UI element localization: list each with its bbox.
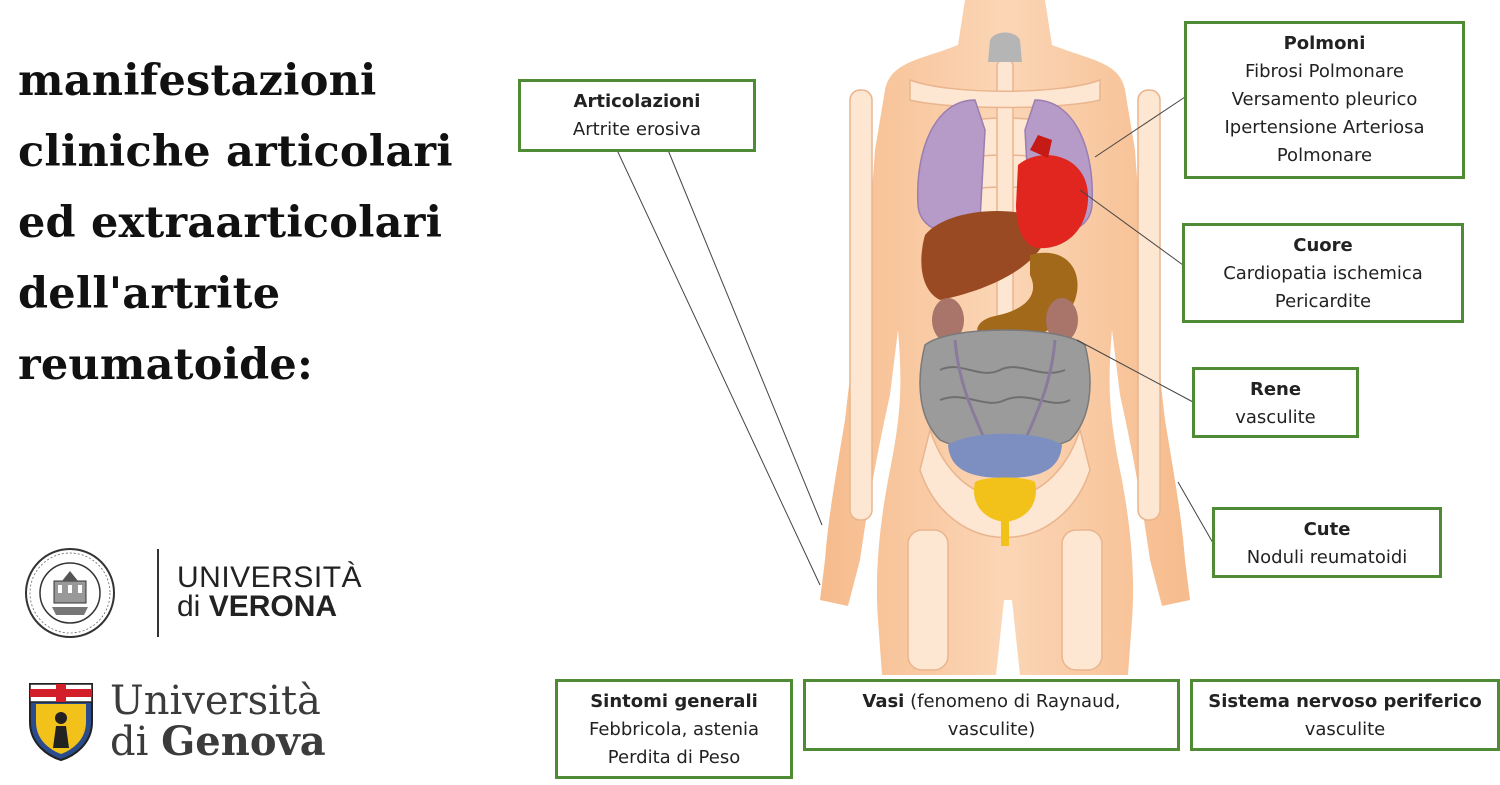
genova-bold: Genova: [161, 718, 326, 765]
liver: [921, 211, 1050, 300]
box-cute: Cute Noduli reumatoidi: [1212, 507, 1442, 578]
verona-bold: VERONA: [208, 590, 338, 623]
box-rene: Rene vasculite: [1192, 367, 1359, 438]
bladder: [974, 477, 1036, 522]
university-genova-logo: Università di Genova: [28, 680, 358, 770]
box-sistema-nervoso: Sistema nervoso periferico vasculite: [1190, 679, 1500, 751]
genova-line2: di Genova: [110, 719, 326, 765]
box-line: vasculite: [1235, 407, 1316, 428]
box-heading-rest: (fenomeno di Raynaud,: [904, 691, 1121, 712]
box-vasi: Vasi (fenomeno di Raynaud, vasculite): [803, 679, 1180, 751]
box-heading: Cute: [1303, 519, 1351, 540]
box-line: Artrite erosiva: [572, 119, 702, 140]
box-heading: Rene: [1249, 379, 1302, 400]
heart: [1016, 155, 1089, 249]
verona-prefix: di: [177, 590, 201, 623]
box-line: Febbricola, astenia: [588, 719, 760, 740]
box-line: Versamento pleurico: [1231, 89, 1418, 110]
university-verona-logo: UNIVERSITÀ di VERONA: [24, 545, 362, 640]
box-line: Perdita di Peso: [607, 747, 741, 768]
verona-line1: UNIVERSITÀ: [177, 561, 363, 594]
title-line: cliniche articolari: [18, 127, 453, 177]
human-body-illustration: [820, 0, 1190, 675]
box-heading: Articolazioni: [573, 91, 701, 112]
box-line: vasculite): [947, 719, 1036, 740]
verona-seal-icon: [25, 548, 115, 638]
box-articolazioni: Articolazioni Artrite erosiva: [518, 79, 756, 152]
box-line: Ipertensione Arteriosa: [1224, 117, 1425, 138]
left-kidney: [932, 298, 964, 342]
genova-name: Università di Genova: [110, 680, 326, 762]
verona-name: UNIVERSITÀ di VERONA: [177, 561, 363, 623]
box-line: Fibrosi Polmonare: [1245, 61, 1404, 82]
box-heading: Polmoni: [1283, 33, 1366, 54]
box-line: Cardiopatia ischemica: [1223, 263, 1423, 284]
box-polmoni: Polmoni Fibrosi Polmonare Versamento ple…: [1184, 21, 1465, 179]
box-line: Polmonare: [1276, 145, 1373, 166]
title-line: manifestazioni: [18, 56, 377, 106]
box-line: Noduli reumatoidi: [1246, 547, 1408, 568]
title-line: reumatoide:: [18, 340, 314, 390]
intestines: [919, 329, 1091, 452]
box-line: Pericardite: [1274, 291, 1372, 312]
genova-shield-icon: [29, 683, 93, 762]
box-line: vasculite: [1304, 719, 1386, 740]
box-heading: Vasi: [862, 691, 905, 712]
box-sintomi-generali: Sintomi generali Febbricola, astenia Per…: [555, 679, 793, 779]
right-kidney: [1046, 298, 1078, 342]
verona-line2: di VERONA: [177, 590, 362, 623]
title-line: ed extraarticolari: [18, 198, 443, 248]
box-heading: Cuore: [1293, 235, 1353, 256]
box-first-line: Vasi (fenomeno di Raynaud,: [806, 688, 1177, 716]
logo-separator: [157, 549, 159, 637]
box-heading: Sintomi generali: [590, 691, 758, 712]
box-cuore: Cuore Cardiopatia ischemica Pericardite: [1182, 223, 1464, 323]
title-line: dell'artrite: [18, 269, 281, 319]
genova-line1: Università: [110, 678, 321, 724]
page-title: manifestazioni cliniche articolari ed ex…: [18, 46, 488, 401]
genova-prefix: di: [110, 719, 149, 765]
box-heading: Sistema nervoso periferico: [1208, 691, 1482, 712]
